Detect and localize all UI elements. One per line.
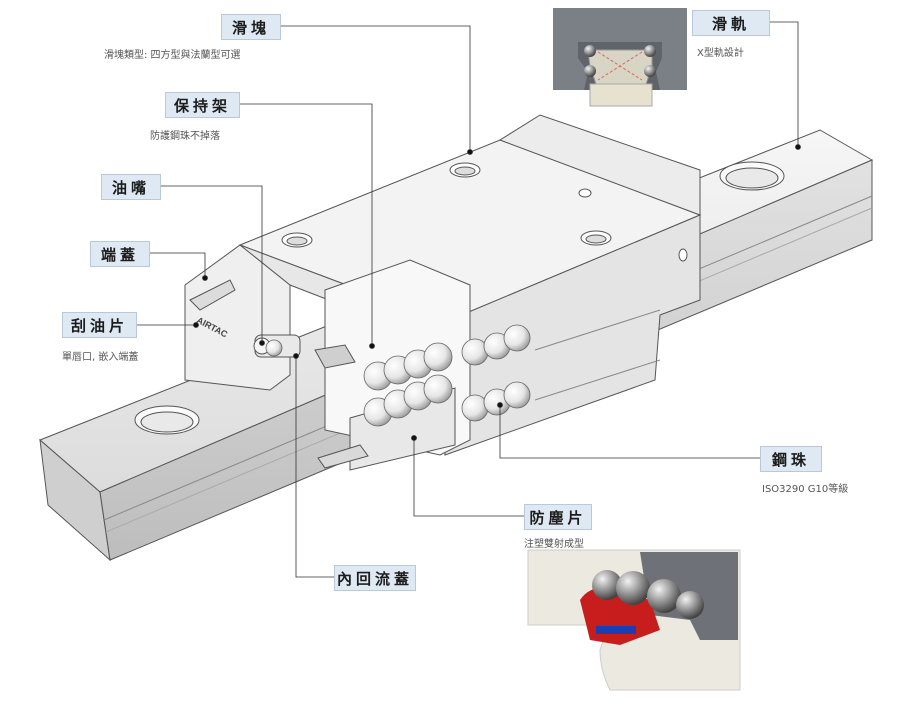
label-retainer: 保持架 [165, 92, 240, 118]
label-scraper: 刮油片 [62, 312, 137, 338]
label-block: 滑塊 [221, 14, 281, 40]
note-ball: ISO3290 G10等級 [762, 484, 849, 495]
label-dust-seal: 防塵片 [524, 504, 592, 530]
note-retainer: 防護鋼珠不掉落 [150, 131, 220, 142]
rail-cross-section-inset [553, 8, 687, 107]
dust-seal-inset [527, 549, 741, 691]
note-rail: X型軌設計 [697, 48, 744, 59]
note-scraper: 單唇口, 嵌入端蓋 [62, 352, 139, 363]
label-recirc-cap: 內回流蓋 [334, 565, 416, 591]
steel-balls [265, 324, 531, 427]
label-rail: 滑軌 [692, 10, 770, 36]
note-block: 滑塊類型: 四方型與法蘭型可選 [104, 50, 241, 61]
label-ball: 鋼珠 [760, 446, 822, 472]
note-dust-seal: 注塑雙射成型 [524, 539, 584, 550]
label-end-cap: 端蓋 [90, 241, 150, 267]
leader-lines [137, 21, 801, 578]
label-nipple: 油嘴 [101, 174, 161, 200]
